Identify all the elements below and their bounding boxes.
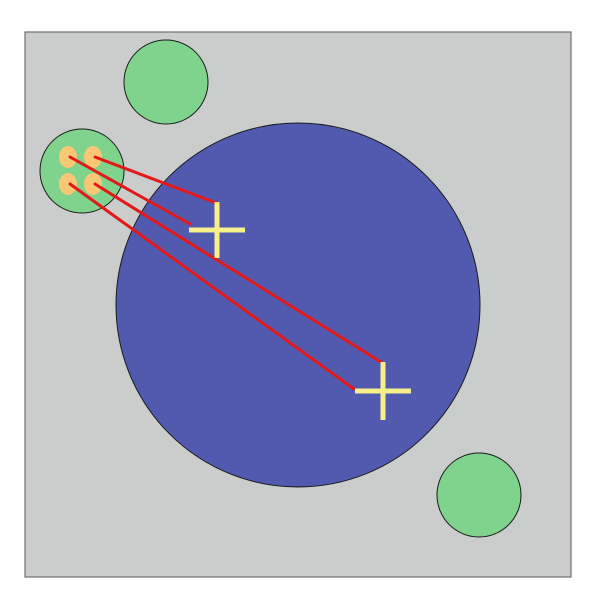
- small-disc-left: [39, 128, 125, 214]
- small-disc-top: [123, 39, 209, 125]
- source-marker-2: [84, 146, 102, 168]
- link-line-3: [93, 182, 386, 366]
- crosshair-icon-upper: [189, 202, 245, 258]
- source-marker-3: [59, 173, 77, 195]
- large-disc: [115, 122, 481, 488]
- source-marker-1: [59, 146, 77, 168]
- small-disc-bottom-right: [436, 452, 522, 538]
- link-line-1: [93, 155, 221, 206]
- source-marker-4: [84, 173, 102, 195]
- crosshair-icon-lower: [355, 362, 411, 420]
- source-marker-group: [59, 146, 102, 195]
- link-line-2: [68, 155, 192, 226]
- link-line-group: [68, 155, 386, 391]
- link-line-4: [68, 182, 356, 391]
